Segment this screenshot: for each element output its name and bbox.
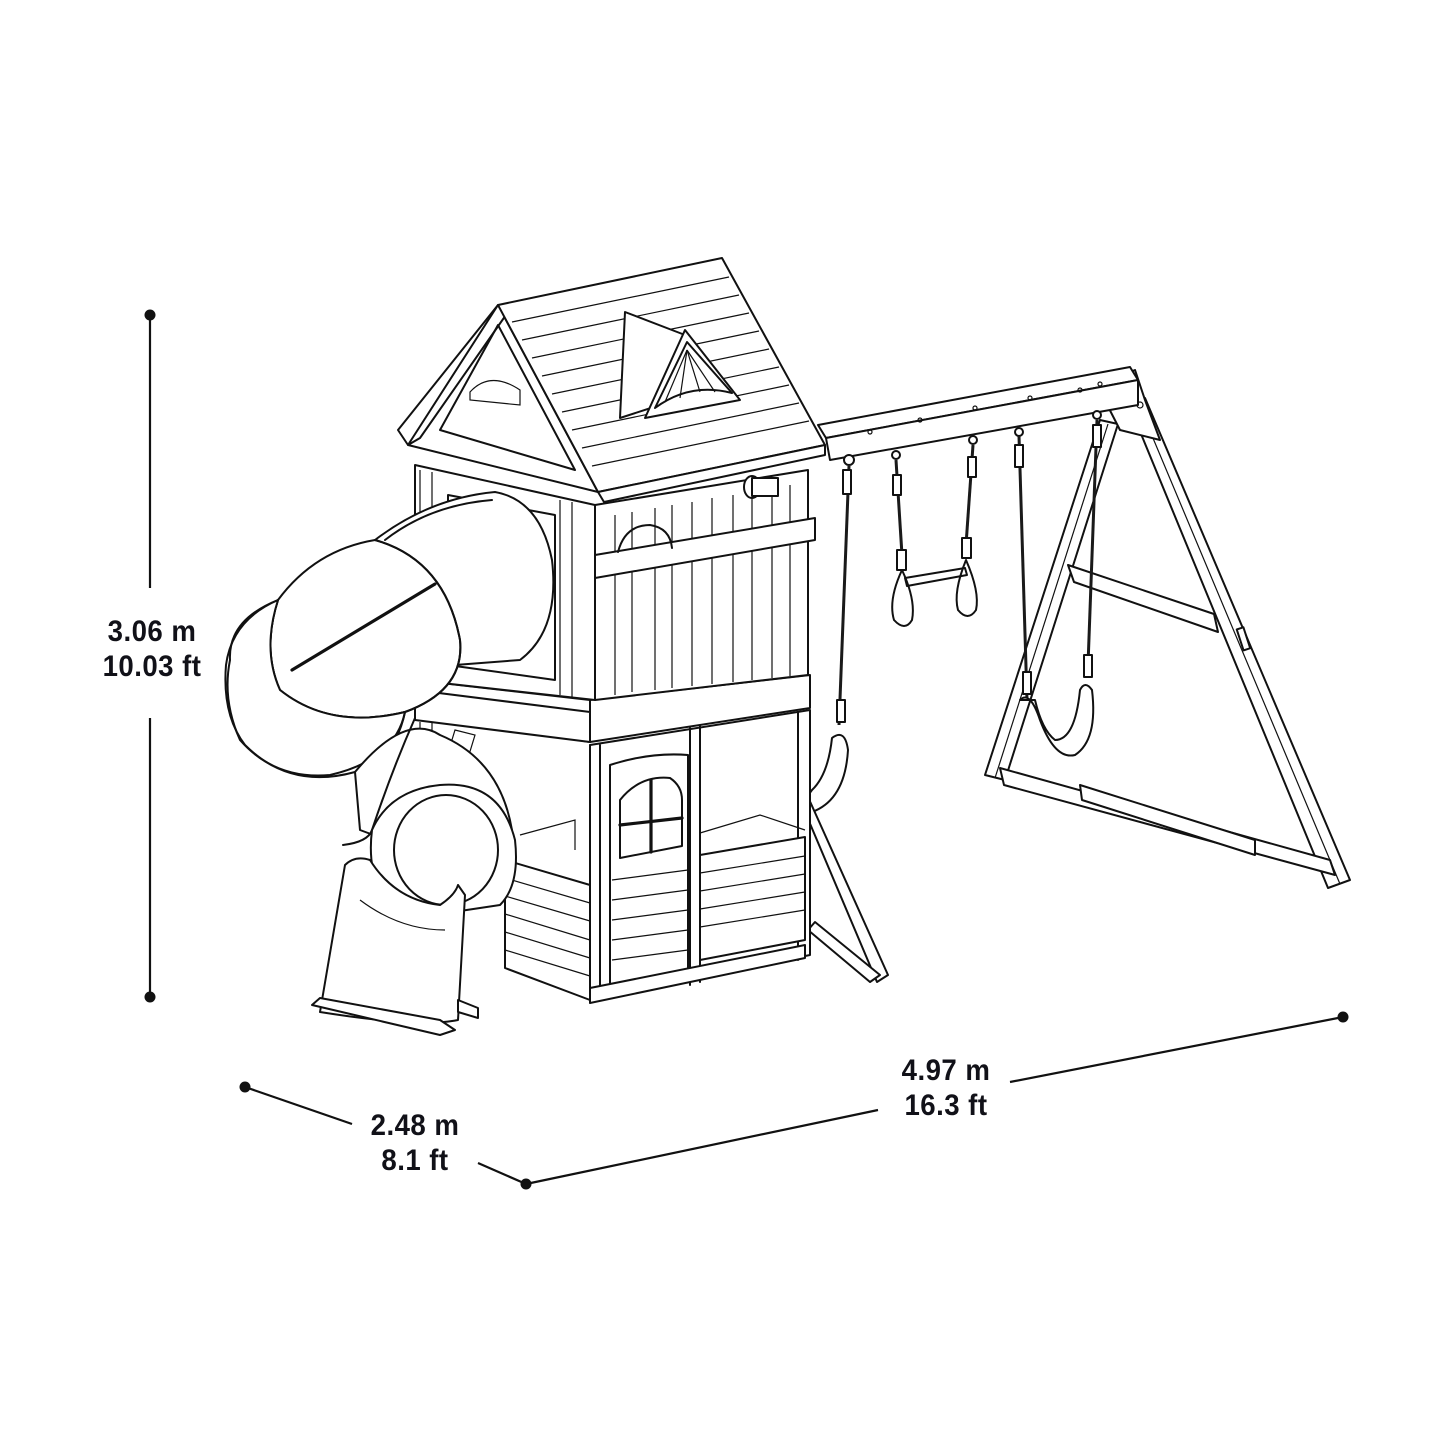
height-imperial: 10.03 ft [102,650,202,683]
height-metric: 3.06 m [107,615,197,648]
swing-front-leg [799,796,889,983]
depth-dimension-label: 2.48 m 8.1 ft [346,1108,484,1178]
roof [397,257,826,503]
depth-metric: 2.48 m [370,1109,460,1142]
width-right-marker [1337,1011,1349,1023]
depth-left-marker [239,1081,251,1093]
height-dimension-label: 3.06 m 10.03 ft [84,614,220,684]
tower-lower-level [504,709,811,1004]
height-top-marker [144,309,156,321]
depth-imperial: 8.1 ft [381,1144,449,1177]
depth-dimension-line [239,1081,527,1186]
trapeze-bar [891,435,978,627]
swing-right [1014,410,1102,757]
corner-marker [520,1178,532,1190]
width-dimension-label: 4.97 m 16.3 ft [872,1053,1019,1123]
width-metric: 4.97 m [901,1054,991,1087]
width-dimension-line [520,1011,1349,1190]
swing-left [805,454,855,813]
swing-a-frame [984,369,1351,889]
tube-slide [224,491,555,1036]
height-dimension-line [144,309,156,1003]
height-bottom-marker [144,991,156,1003]
swing-beam [817,366,1139,461]
width-imperial: 16.3 ft [904,1089,988,1122]
